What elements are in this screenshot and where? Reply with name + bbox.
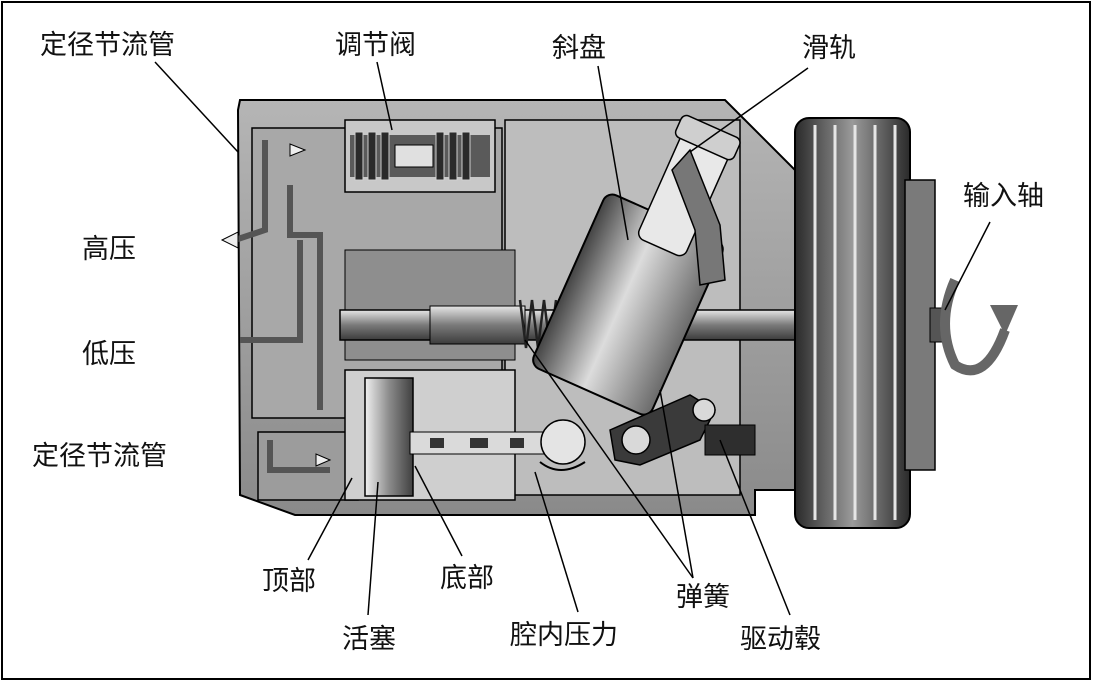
slide-rail — [671, 148, 726, 286]
drive-hub-linkage — [609, 394, 756, 466]
label-input-shaft: 输入轴 — [963, 181, 1044, 212]
label-slide-rail: 滑轨 — [802, 33, 856, 64]
label-low-pressure: 低压 — [82, 339, 136, 370]
label-drive-hub: 驱动毂 — [740, 624, 821, 655]
label-piston: 活塞 — [342, 624, 396, 655]
refrigerant-passages — [234, 140, 330, 473]
piston-assembly — [364, 377, 586, 497]
label-bottom-part: 底部 — [440, 563, 494, 594]
label-fixed-orifice-bottom: 定径节流管 — [32, 441, 167, 472]
label-high-pressure: 高压 — [82, 234, 136, 265]
label-fixed-orifice-top: 定径节流管 — [40, 30, 175, 61]
label-crankcase-pressure: 腔内压力 — [510, 620, 618, 651]
label-top-part: 顶部 — [262, 566, 316, 597]
label-swash-plate: 斜盘 — [552, 33, 606, 64]
label-spring: 弹簧 — [676, 582, 730, 613]
pulley — [794, 117, 947, 529]
leader-lines — [154, 61, 991, 616]
rotation-arrow-icon — [940, 277, 1018, 376]
flow-arrows — [220, 143, 332, 467]
control-valve-body — [344, 119, 496, 193]
label-control-valve: 调节阀 — [335, 30, 416, 61]
